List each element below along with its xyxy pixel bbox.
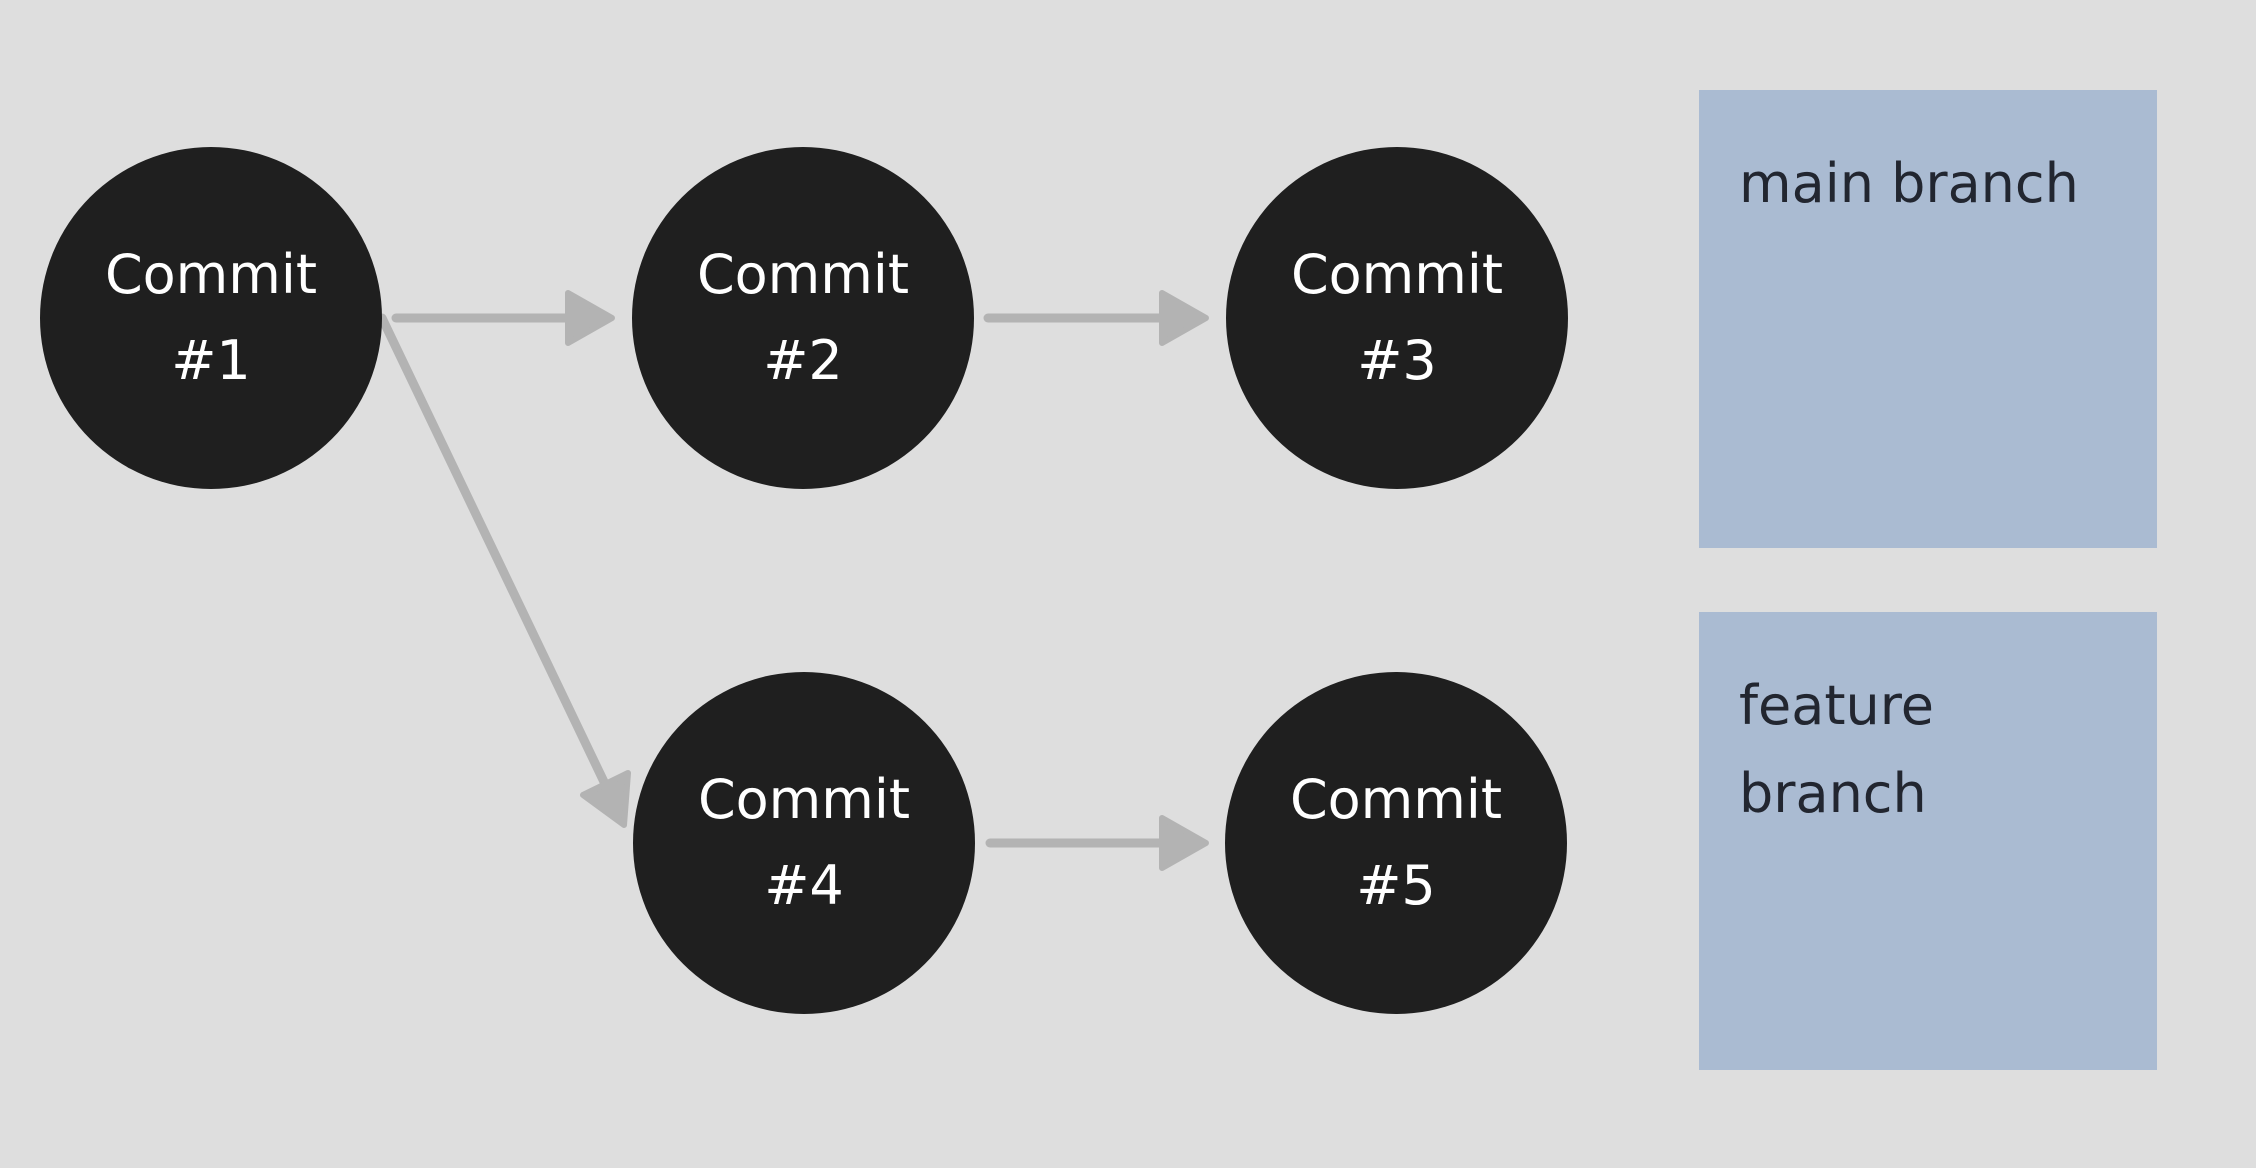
commit-node-5: Commit #5 [1225, 672, 1567, 1014]
arrowhead-commit-2 [565, 290, 615, 346]
commit-node-2: Commit #2 [632, 147, 974, 489]
commit-word: Commit [1289, 768, 1503, 831]
commit-number: #1 [171, 329, 251, 392]
feature-branch-text-line1: feature [1739, 674, 1934, 737]
commit-node-1: Commit #1 [40, 147, 382, 489]
commit-number: #3 [1357, 329, 1437, 392]
edge-commit-1-to-4 [377, 313, 611, 791]
commit-node-3: Commit #3 [1226, 147, 1568, 489]
commit-word: Commit [697, 768, 911, 831]
commit-number: #5 [1356, 854, 1436, 917]
commit-number: #2 [763, 329, 843, 392]
arrowhead-commit-3 [1159, 290, 1209, 346]
feature-branch-label: feature branch [1699, 612, 2157, 1070]
feature-branch-text-line2: branch [1739, 762, 1927, 825]
commit-word: Commit [1290, 243, 1504, 306]
arrowhead-commit-4 [580, 770, 631, 828]
commit-word: Commit [696, 243, 910, 306]
main-branch-text: main branch [1739, 152, 2079, 215]
main-branch-label: main branch [1699, 90, 2157, 548]
arrowhead-commit-5 [1159, 815, 1209, 871]
commit-node-4: Commit #4 [633, 672, 975, 1014]
commit-word: Commit [104, 243, 318, 306]
commit-number: #4 [764, 854, 844, 917]
